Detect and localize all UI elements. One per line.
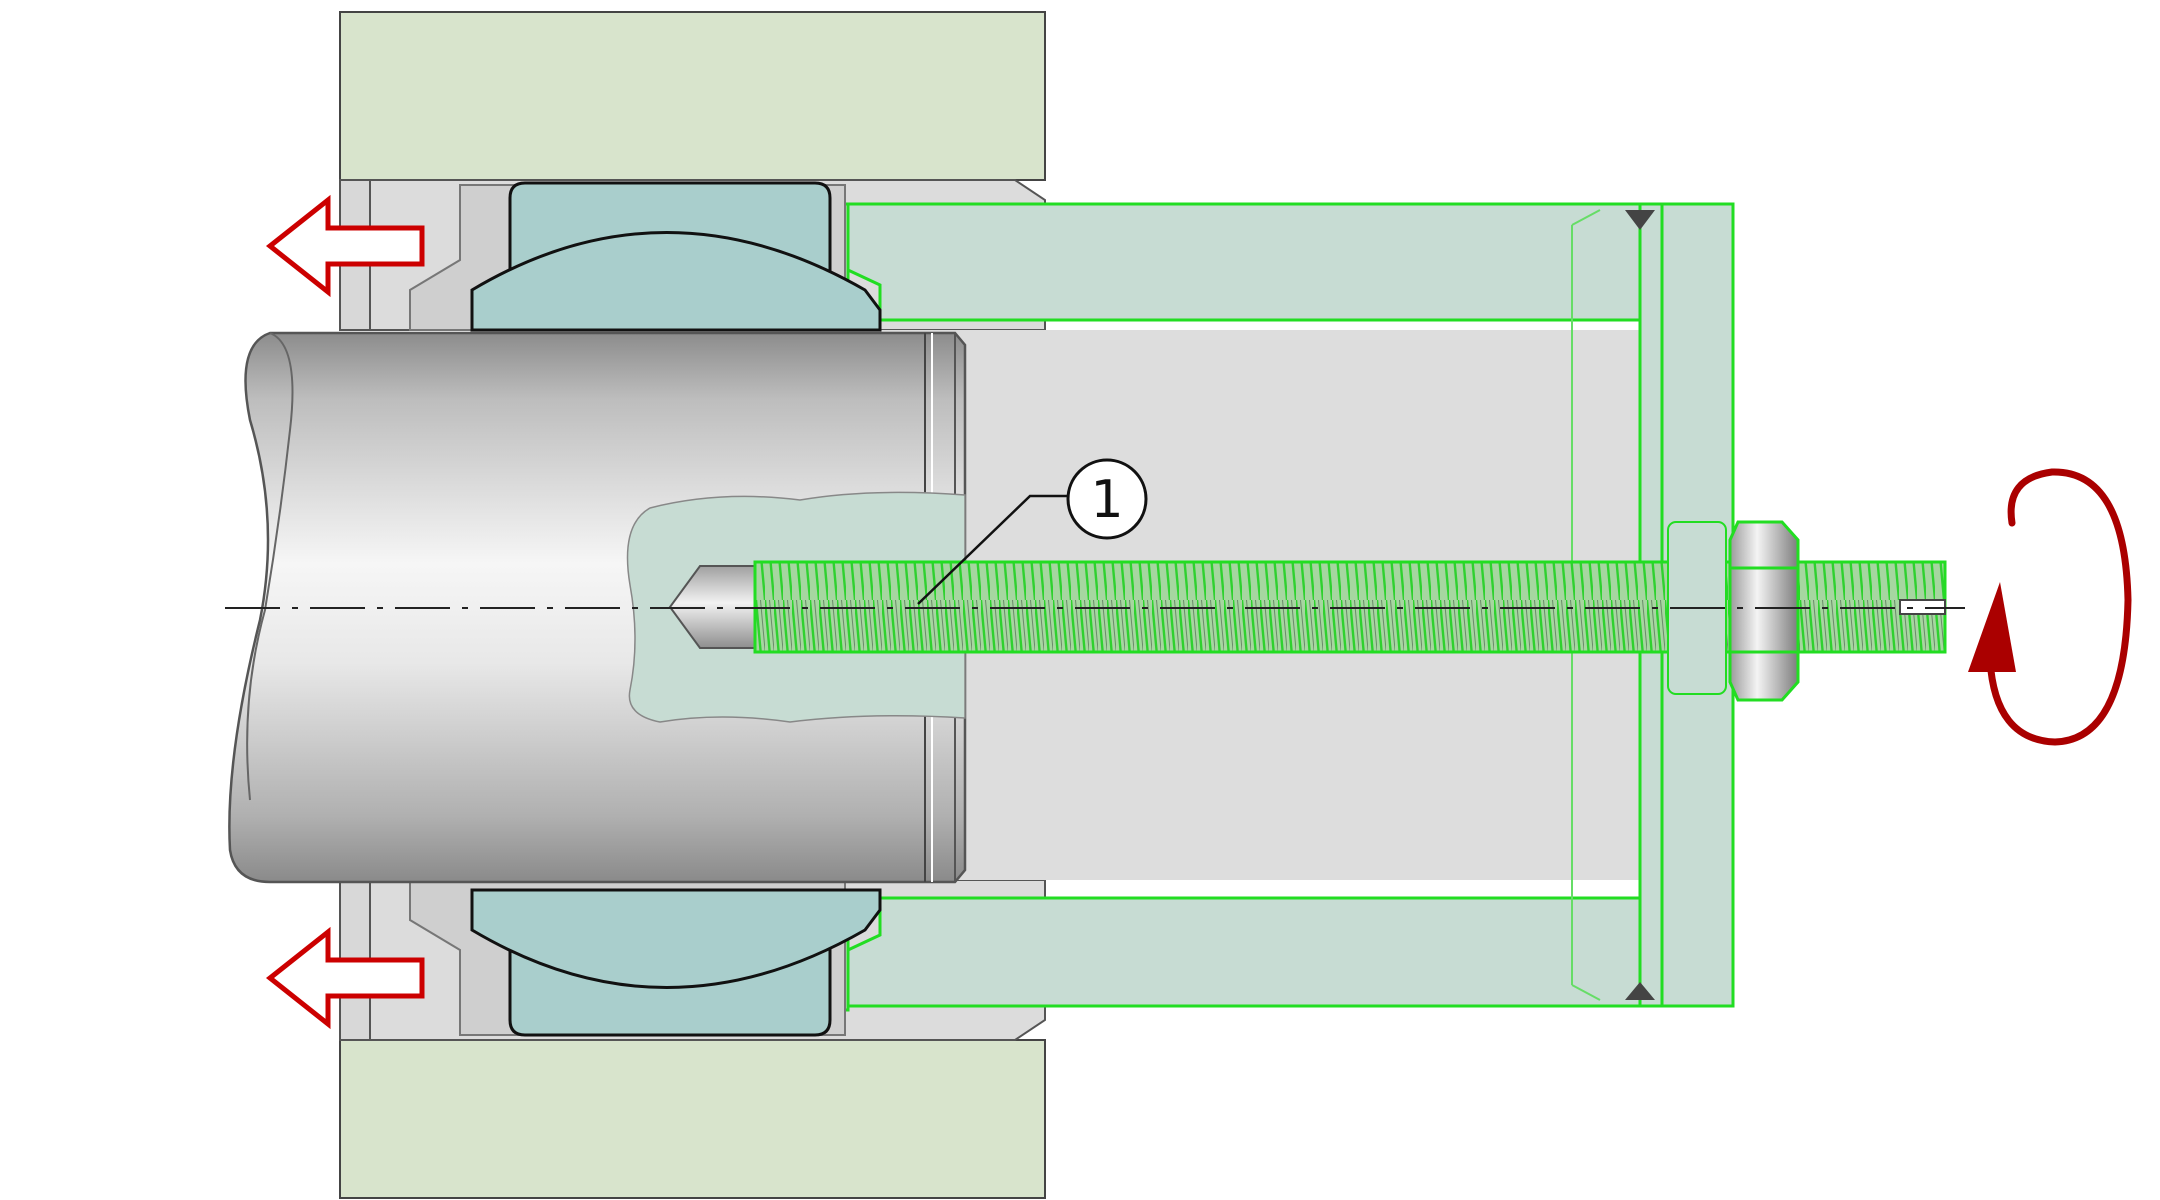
callout-1-number: 1 xyxy=(1090,470,1123,530)
housing-bottom-block xyxy=(339,1039,1046,1199)
callout-1-circle xyxy=(1066,458,1148,540)
hex-nut xyxy=(1728,520,1800,702)
bearing-lower xyxy=(409,879,882,1037)
bearing-upper xyxy=(409,181,882,332)
bearing-lower-roller xyxy=(470,888,882,989)
rotation-arrow-icon xyxy=(1968,468,2132,746)
centre-hole-tip xyxy=(668,565,761,649)
bearing-upper-roller xyxy=(470,231,882,332)
housing-top-block xyxy=(339,11,1046,181)
nut xyxy=(1667,520,1800,702)
pull-arrow-upper xyxy=(265,194,425,298)
puller-cup-bottom-wall xyxy=(846,896,1735,1008)
callout-1-leader xyxy=(917,494,1070,605)
callout-1: 1 xyxy=(917,458,1148,605)
pull-arrow-lower xyxy=(265,926,425,1030)
housing xyxy=(339,11,1046,1199)
shaft-break-face xyxy=(246,332,294,801)
puller-cup-top-wall xyxy=(846,202,1735,322)
